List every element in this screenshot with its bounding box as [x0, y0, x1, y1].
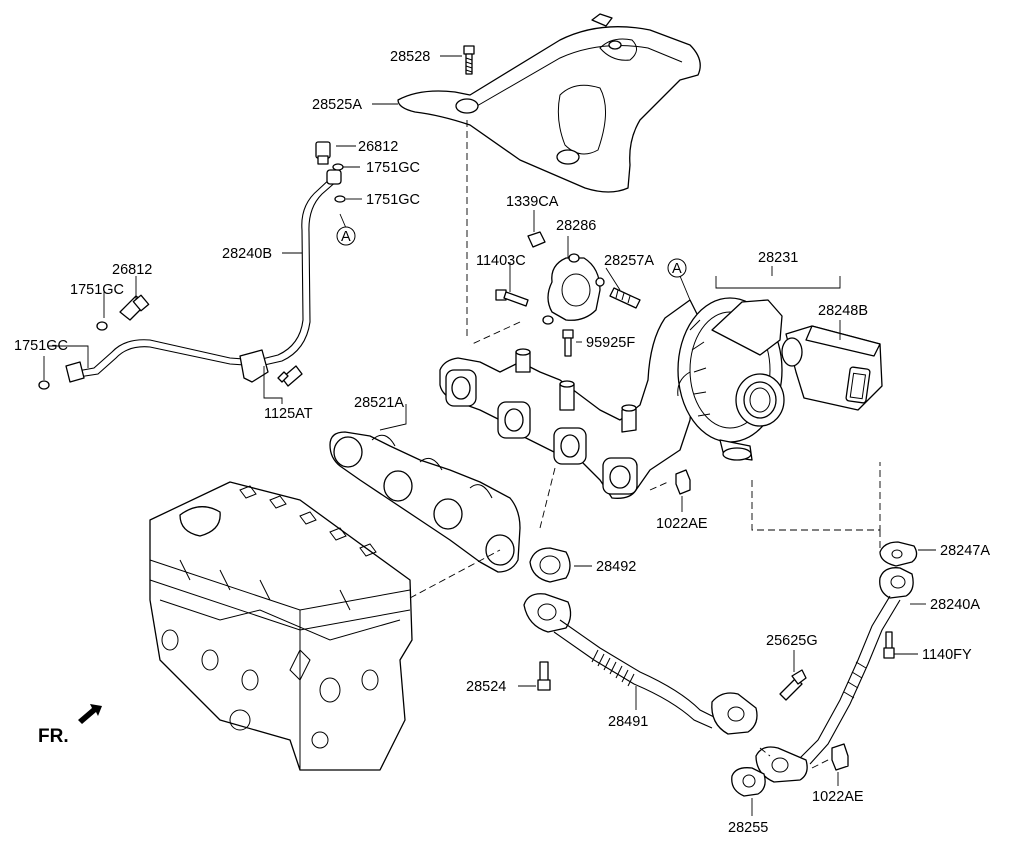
banjo-bolt-26812	[119, 294, 150, 321]
label-26812-a: 26812	[358, 139, 398, 155]
heat-shield-28525A	[397, 13, 701, 193]
label-28528: 28528	[390, 49, 430, 65]
label-28286: 28286	[556, 218, 596, 234]
label-28247A: 28247A	[940, 543, 990, 559]
label-28231: 28231	[758, 250, 798, 266]
label-28255: 28255	[728, 820, 768, 836]
label-28257A: 28257A	[604, 253, 654, 269]
guide-line	[751, 462, 881, 548]
ref-a-text: A	[341, 229, 351, 245]
label-28491: 28491	[608, 714, 648, 730]
label-1339CA: 1339CA	[506, 194, 559, 210]
label-1751GC-d: 1751GC	[14, 338, 68, 354]
bolt-11403C	[495, 289, 529, 307]
turbocharger-28231	[677, 297, 785, 461]
label-28240B: 28240B	[222, 246, 272, 262]
reference-marker-a-1: A	[336, 226, 356, 246]
bolt-1125AT	[277, 365, 303, 387]
gasket-28286	[542, 253, 605, 325]
bolt-95925F	[562, 329, 574, 357]
label-1751GC-a: 1751GC	[366, 160, 420, 176]
egr-pipe-28240A	[755, 567, 914, 783]
guide-line	[469, 321, 669, 491]
reference-marker-a-2: A	[667, 258, 687, 278]
oil-pipe-28240B	[38, 141, 346, 390]
part-labels: 28528 28525A 26812 1751GC 1751GC 28240B …	[14, 49, 990, 836]
gasket-28255	[731, 767, 766, 797]
label-28525A: 28525A	[312, 97, 362, 113]
bolt-28524	[537, 661, 551, 691]
gasket-28492	[529, 547, 571, 583]
label-1751GC-c: 1751GC	[70, 282, 124, 298]
label-11403C: 11403C	[476, 253, 526, 269]
label-1022AE-a: 1022AE	[656, 516, 708, 532]
label-28248B: 28248B	[818, 303, 868, 319]
manifold-gasket-28521A	[329, 431, 521, 573]
label-28240A: 28240A	[930, 597, 980, 613]
label-1140FY: 1140FY	[922, 647, 972, 663]
guide-line	[409, 467, 556, 599]
nut-1022AE-upper	[675, 469, 691, 495]
cylinder-head	[149, 481, 413, 771]
label-1751GC-b: 1751GC	[366, 192, 420, 208]
bolt-1140FY	[883, 631, 895, 659]
actuator-28248B	[781, 325, 883, 411]
front-arrow-icon	[78, 704, 102, 724]
nut-1022AE-lower	[831, 743, 849, 771]
ref-a-text: A	[672, 261, 682, 277]
front-label: FR.	[38, 726, 69, 747]
exhaust-manifold	[439, 299, 701, 499]
bolt-25625G	[779, 669, 807, 701]
label-1125AT: 1125AT	[264, 406, 313, 422]
label-25625G: 25625G	[766, 633, 818, 649]
label-95925F: 95925F	[586, 335, 635, 351]
bolt-28528	[463, 45, 475, 75]
nut-1339CA	[527, 231, 546, 248]
stud-28257A	[609, 287, 641, 309]
leader-lines	[43, 55, 936, 816]
label-28521A: 28521A	[354, 395, 404, 411]
label-26812-b: 26812	[112, 262, 152, 278]
gasket-28247A	[879, 541, 918, 567]
label-28524: 28524	[466, 679, 506, 695]
egr-pipe-28491	[523, 593, 758, 735]
front-direction-indicator: FR.	[38, 704, 102, 747]
label-1022AE-b: 1022AE	[812, 789, 864, 805]
label-28492: 28492	[596, 559, 636, 575]
guide-line	[759, 747, 833, 769]
